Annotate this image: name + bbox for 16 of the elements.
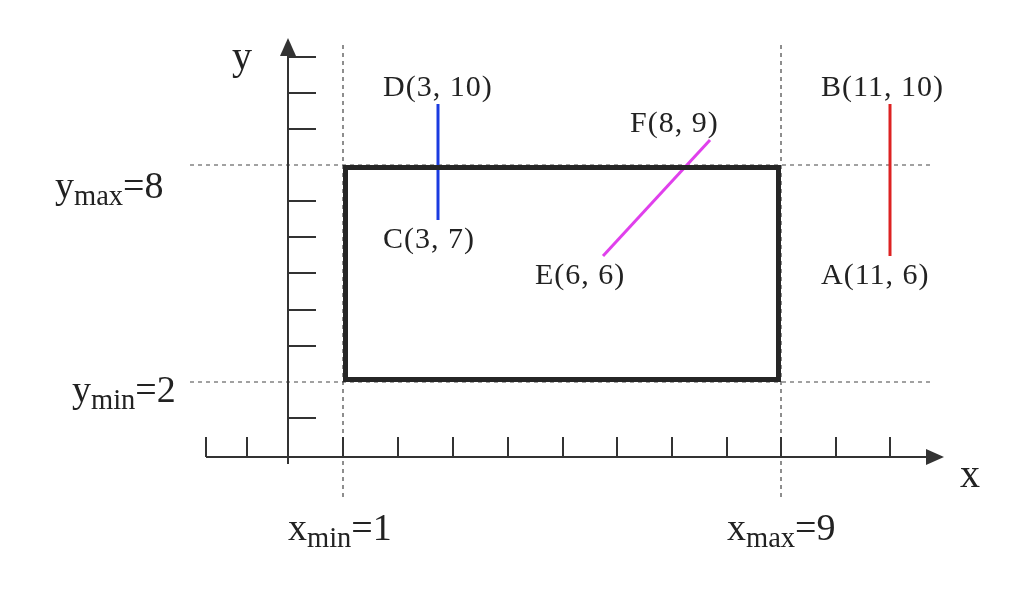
point-label: D(3, 10) bbox=[383, 68, 528, 104]
point-label: F(8, 9) bbox=[630, 104, 755, 140]
boundary-label: y$_{max}$=8 bbox=[55, 166, 164, 204]
boundary-label: x$_{max}$=9 bbox=[727, 508, 836, 546]
point-label: A(11, 6) bbox=[821, 256, 966, 292]
axis-label: y bbox=[232, 36, 252, 76]
line-segment bbox=[436, 104, 440, 220]
boundary-label: x$_{min}$=1 bbox=[288, 508, 392, 546]
line-segment bbox=[888, 104, 892, 256]
boundary-label: y$_{min}$=2 bbox=[72, 370, 176, 408]
point-label: E(6, 6) bbox=[535, 256, 660, 292]
point-label: C(3, 7) bbox=[383, 220, 508, 256]
clip-window-rectangle bbox=[343, 165, 781, 382]
axis-label: x bbox=[960, 454, 980, 494]
point-label: B(11, 10) bbox=[821, 68, 986, 104]
line-segment bbox=[601, 139, 712, 257]
